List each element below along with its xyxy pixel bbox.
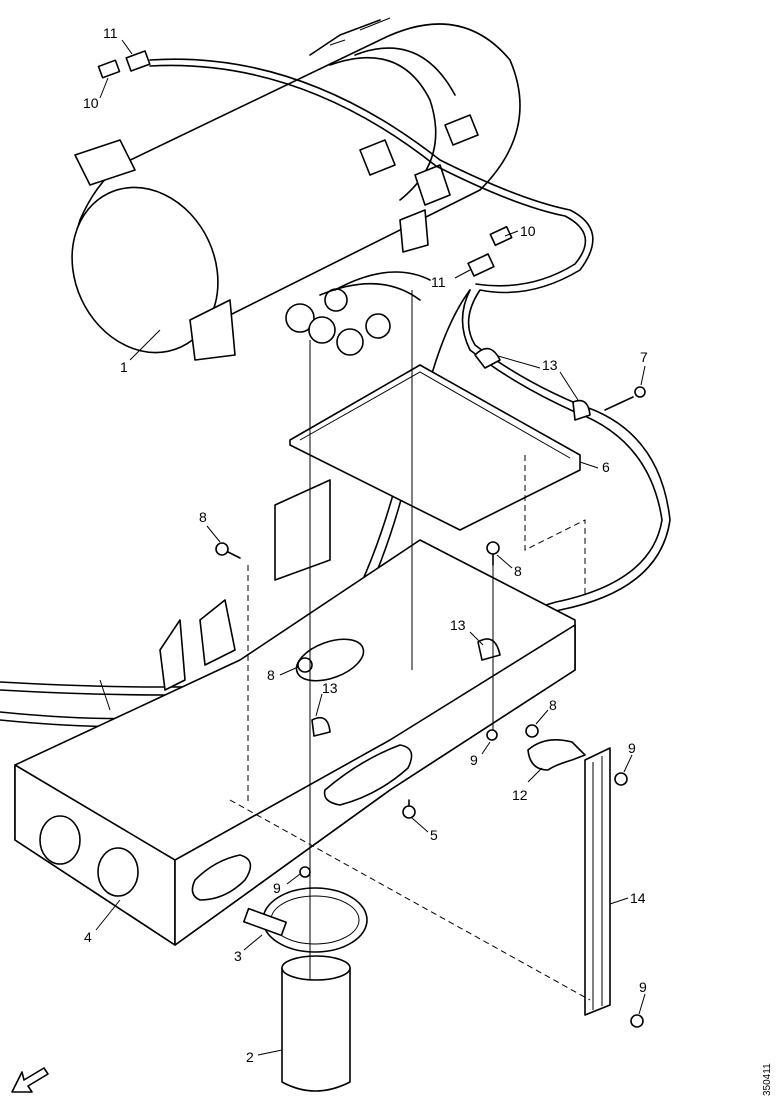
clamp-left (311, 716, 331, 737)
callout-4: 4 (84, 899, 121, 945)
reference-code: 350411 (762, 1063, 773, 1096)
callout-8d: 8 (535, 697, 557, 725)
callout-8b: 8 (496, 554, 522, 579)
callout-2: 2 (246, 1049, 283, 1065)
callout-6: 6 (579, 459, 610, 475)
svg-text:8: 8 (199, 509, 207, 525)
nut-9-c (299, 866, 311, 878)
callout-8a: 8 (199, 509, 221, 543)
svg-text:8: 8 (549, 697, 557, 713)
mounting-plate (289, 364, 581, 531)
svg-text:5: 5 (430, 827, 438, 843)
nut-9-d (630, 1014, 644, 1028)
svg-text:9: 9 (470, 752, 478, 768)
exhaust-clamp (243, 887, 368, 953)
svg-text:9: 9 (273, 880, 281, 896)
svg-text:14: 14 (630, 890, 646, 906)
callout-13c: 13 (315, 680, 338, 717)
callout-13a: 13 (497, 355, 579, 401)
clamp-center (477, 638, 501, 661)
svg-text:10: 10 (83, 95, 99, 111)
callout-9a: 9 (470, 741, 491, 768)
heater-unit (71, 17, 521, 361)
callout-9b: 9 (623, 740, 636, 773)
nut-9-a (486, 729, 498, 741)
fitting-lower (467, 225, 513, 277)
svg-text:11: 11 (431, 274, 446, 290)
callout-11a: 11 (103, 25, 133, 55)
callout-13b: 13 (450, 617, 484, 646)
screw-5 (402, 799, 416, 819)
callout-10b: 10 (504, 223, 536, 239)
screw-8-center (297, 657, 313, 673)
svg-text:13: 13 (450, 617, 466, 633)
clamp-right (572, 399, 591, 421)
callout-7: 7 (640, 349, 648, 386)
callout-9d: 9 (638, 979, 647, 1015)
fitting-upper (97, 50, 151, 79)
svg-text:13: 13 (322, 680, 338, 696)
callout-1: 1 (120, 329, 161, 375)
pipe-clamp (527, 739, 586, 771)
svg-text:10: 10 (520, 223, 536, 239)
screw-8-bottom (525, 724, 539, 738)
svg-text:6: 6 (602, 459, 610, 475)
svg-text:13: 13 (542, 357, 558, 373)
svg-text:3: 3 (234, 948, 242, 964)
callout-3: 3 (234, 934, 263, 964)
svg-text:12: 12 (512, 787, 528, 803)
svg-text:11: 11 (103, 25, 118, 41)
svg-text:7: 7 (640, 349, 648, 365)
svg-text:4: 4 (84, 929, 92, 945)
svg-text:1: 1 (120, 359, 128, 375)
callout-5: 5 (411, 817, 438, 843)
svg-text:8: 8 (267, 667, 275, 683)
exhaust-pipe (281, 955, 351, 1092)
callout-12: 12 (512, 767, 543, 803)
callout-8c: 8 (267, 666, 299, 683)
screw-7 (604, 386, 646, 411)
support-strap (584, 747, 611, 1016)
screw-8-left (215, 542, 241, 559)
clamp-upper (474, 347, 501, 369)
direction-arrow-icon (11, 1067, 49, 1093)
callout-14: 14 (609, 890, 646, 906)
callout-11b: 11 (431, 269, 471, 290)
callout-10a: 10 (83, 77, 109, 111)
svg-text:9: 9 (628, 740, 636, 756)
chassis-frame (14, 479, 576, 946)
svg-text:9: 9 (639, 979, 647, 995)
callout-9c: 9 (273, 873, 301, 896)
svg-text:8: 8 (514, 563, 522, 579)
svg-text:2: 2 (246, 1049, 254, 1065)
connector-cluster (285, 271, 431, 356)
nut-9-b (614, 772, 628, 786)
